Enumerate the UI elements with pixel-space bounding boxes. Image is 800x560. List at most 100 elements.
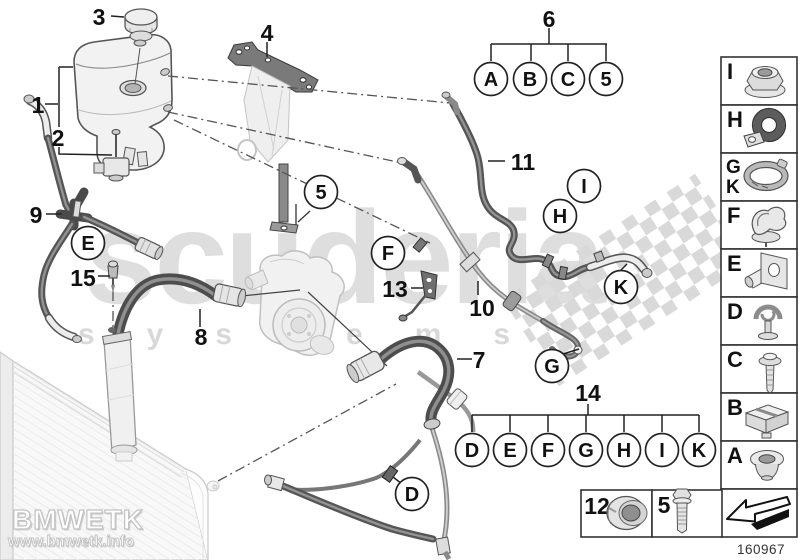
callout-5-top[interactable]: 5 [588, 61, 624, 97]
spring-clip-icon [751, 206, 787, 247]
svg-text:D: D [405, 484, 419, 506]
svg-text:5: 5 [658, 492, 671, 518]
bleed-valve-15-drawing [107, 260, 119, 293]
svg-text:I: I [581, 176, 587, 198]
legend-row-b[interactable]: B [720, 392, 798, 442]
label-4[interactable]: 4 [261, 20, 274, 46]
bolt-icon [672, 488, 692, 534]
svg-text:A: A [484, 69, 498, 91]
svg-text:C: C [727, 347, 743, 372]
svg-text:I: I [659, 440, 665, 462]
callout-circles: A B C 5 E 5 F I H K G D D E F G H I K [70, 61, 717, 512]
callout-g[interactable]: G [534, 348, 570, 384]
label-13[interactable]: 13 [382, 276, 408, 302]
legend-sidebar: I H G K [720, 56, 798, 538]
callout-a[interactable]: A [473, 61, 509, 97]
label-9[interactable]: 9 [30, 202, 43, 228]
callout-14-k[interactable]: K [681, 432, 717, 468]
site-logo-text: BMWETK [12, 504, 144, 535]
legend-row-c[interactable]: C [720, 344, 798, 395]
svg-text:www.bmwetk.info: www.bmwetk.info [8, 535, 135, 552]
callout-14-h[interactable]: H [606, 432, 642, 468]
legend-row-i[interactable]: I [720, 56, 798, 106]
svg-text:BMWETK: BMWETK [14, 506, 146, 537]
callout-14-i[interactable]: I [644, 432, 680, 468]
callout-f[interactable]: F [370, 235, 406, 271]
level-sensor-drawing [93, 129, 130, 182]
svg-text:F: F [382, 243, 394, 265]
bottom-key-box: 12 5 [580, 488, 723, 538]
callout-i[interactable]: I [566, 168, 602, 204]
legend-row-h[interactable]: H [720, 104, 798, 154]
legend-row-d[interactable]: D [720, 296, 798, 346]
svg-text:I: I [727, 59, 733, 84]
callout-5-mid[interactable]: 5 [303, 174, 339, 210]
site-url-text: www.bmwetk.info [7, 533, 134, 550]
expansion-tank-drawing [73, 8, 173, 182]
svg-text:E: E [503, 440, 516, 462]
callout-14-g[interactable]: G [568, 432, 604, 468]
callout-d[interactable]: D [394, 476, 430, 512]
svg-text:G: G [544, 356, 560, 378]
legend-row-a[interactable]: A [720, 440, 798, 490]
callout-14-e[interactable]: E [492, 432, 528, 468]
callout-14-f[interactable]: F [530, 432, 566, 468]
svg-text:K: K [692, 440, 707, 462]
svg-text:B: B [523, 69, 537, 91]
grommet-icon [750, 450, 784, 481]
callout-c[interactable]: C [550, 61, 586, 97]
label-15[interactable]: 15 [70, 265, 96, 291]
label-6[interactable]: 6 [543, 6, 556, 32]
coolant-pipe-10-drawing [397, 157, 583, 360]
label-10[interactable]: 10 [469, 295, 495, 321]
svg-text:H: H [553, 206, 567, 228]
svg-text:H: H [617, 440, 631, 462]
radiator-hose-8-drawing [101, 260, 247, 462]
label-2[interactable]: 2 [52, 125, 65, 151]
legend-ref-arrow-cell[interactable] [720, 488, 798, 538]
label-11[interactable]: 11 [511, 149, 536, 175]
label-7[interactable]: 7 [473, 347, 486, 373]
svg-text:F: F [542, 440, 554, 462]
callout-14-d[interactable]: D [454, 432, 490, 468]
legend-row-f[interactable]: F [720, 200, 798, 250]
svg-text:G: G [726, 157, 741, 178]
mounting-bracket-drawing [227, 41, 319, 234]
legend-row-gk[interactable]: G K [720, 152, 798, 202]
svg-text:12: 12 [584, 493, 610, 519]
hose-clip-d [381, 464, 399, 484]
hose-7-assembly-drawing [264, 335, 476, 560]
callout-e[interactable]: E [70, 225, 106, 261]
svg-text:K: K [614, 277, 629, 299]
svg-text:F: F [727, 203, 740, 228]
radiator-drawing [0, 351, 220, 560]
svg-text:G: G [578, 440, 594, 462]
svg-text:5: 5 [600, 69, 611, 91]
leader-lines [45, 15, 700, 485]
retainer-clip-icon [753, 304, 783, 340]
pipe-clamp-icon [743, 107, 787, 148]
svg-text:D: D [727, 299, 743, 324]
label-14[interactable]: 14 [575, 380, 601, 406]
tank-cap-drawing [124, 8, 158, 85]
callout-b[interactable]: B [512, 61, 548, 97]
callout-k[interactable]: K [603, 269, 639, 305]
label-8[interactable]: 8 [195, 324, 208, 350]
key-cell-5[interactable]: 5 [651, 488, 723, 538]
coolant-hose-11-drawing [441, 91, 653, 281]
label-3[interactable]: 3 [93, 4, 106, 30]
svg-text:D: D [465, 440, 479, 462]
callout-h[interactable]: H [542, 198, 578, 234]
svg-text:C: C [561, 69, 575, 91]
legend-row-e[interactable]: E [720, 248, 798, 298]
reference-arrow-icon [726, 496, 791, 530]
label-1[interactable]: 1 [32, 92, 45, 118]
flange-nut-icon [744, 66, 786, 98]
coupling-sleeve-icon [606, 495, 648, 531]
svg-text:E: E [727, 251, 742, 276]
svg-text:B: B [727, 395, 743, 420]
svg-text:A: A [727, 443, 743, 468]
water-pump-drawing [241, 250, 388, 367]
key-cell-12[interactable]: 12 [580, 489, 653, 538]
